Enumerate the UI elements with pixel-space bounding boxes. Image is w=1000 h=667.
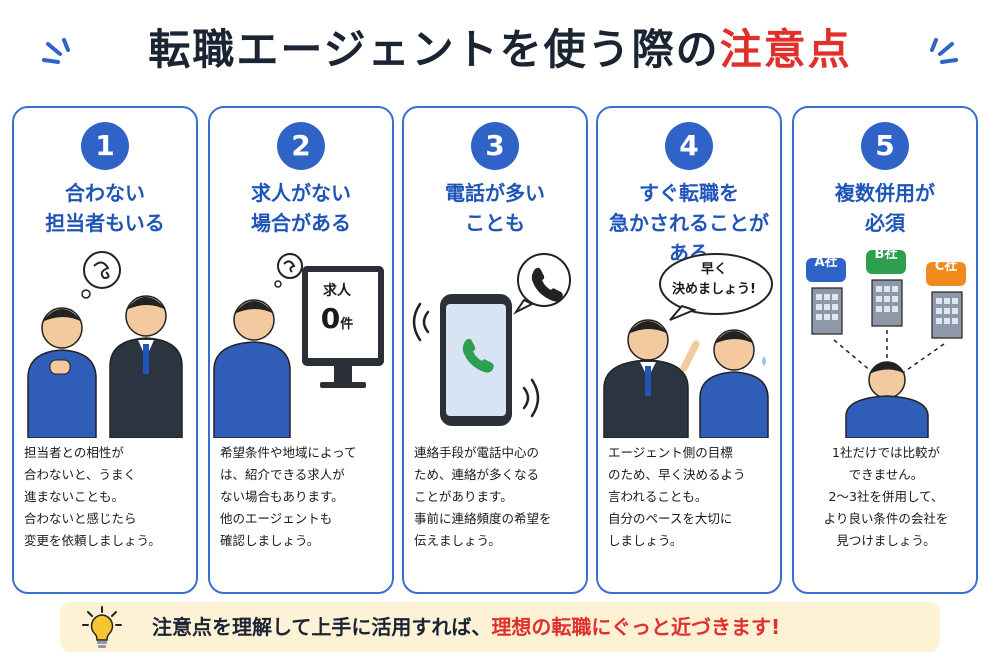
- card-2: 2 求人がない 場合がある 求人 0件 希望条件や地域によって は、紹介できる求…: [208, 106, 394, 594]
- card-4: 4 すぐ転職を 急かされることがある 早く 決めましょう!: [596, 106, 782, 594]
- card-body-line: しましょう。: [608, 533, 683, 548]
- banner-message: 注意点を理解して上手に活用すれば、理想の転職にぐっと近づきます!: [152, 602, 780, 652]
- card-body-line: 言われることも。: [608, 489, 708, 504]
- company-badge-c: C社: [934, 259, 958, 274]
- card-body-line: 希望条件や地域によって: [220, 445, 357, 460]
- card-body-line: ため、連絡が多くなる: [414, 467, 540, 482]
- card-body-line: 進まないことも。: [24, 489, 125, 504]
- card-body-line: できません。: [848, 467, 924, 482]
- page-title: 転職エージェントを使う際の注意点: [0, 14, 1000, 86]
- screen-count: 0件: [302, 302, 372, 342]
- card-heading: 合わない 担当者もいる: [18, 178, 192, 238]
- card-heading-line1: すぐ転職を: [639, 181, 739, 205]
- banner-text-accent: 理想の転職にぐっと近づきます!: [491, 615, 781, 639]
- bubble-line1: 早く: [700, 262, 727, 277]
- card-heading: 電話が多い ことも: [408, 178, 582, 238]
- building-icon: [931, 291, 963, 339]
- card-1: 1 合わない 担当者もいる 担当者との相性が 合わないと、うまく 進まないことも: [12, 106, 198, 594]
- title-accent: 注意点: [719, 25, 852, 74]
- card-heading-line2: ことも: [465, 211, 525, 235]
- company-badge-a: A社: [814, 255, 838, 270]
- monitor-screen: 求人 0件: [302, 280, 372, 342]
- card-body-line: は、紹介できる求人が: [220, 467, 345, 482]
- card-body: 希望条件や地域によって は、紹介できる求人が ない場合もあります。 他のエージェ…: [220, 442, 384, 552]
- card-body-line: 事前に連絡頻度の希望を: [414, 511, 552, 526]
- building-icon: [871, 279, 903, 327]
- card-heading: 求人がない 場合がある: [214, 178, 388, 238]
- page-header: 転職エージェントを使う際の注意点: [0, 14, 1000, 86]
- card-body-line: 合わないと、うまく: [24, 467, 137, 482]
- screen-label: 求人: [323, 283, 351, 299]
- card-3: 3 電話が多い ことも 連絡手段が電話中心の ため、連絡が多くなる ことがありま…: [402, 106, 588, 594]
- card-heading-line2: 必須: [865, 211, 905, 235]
- speech-bubble-text: 早く 決めましょう!: [658, 260, 770, 300]
- phone-icon: [462, 338, 494, 373]
- lightbulb-icon: [82, 606, 122, 648]
- sparkle-icon: [42, 38, 70, 64]
- card-body-line: エージェント側の目標: [608, 445, 733, 460]
- screen-number: 0: [320, 302, 341, 335]
- building-icon: [811, 287, 843, 335]
- title-main: 転職エージェントを使う際の: [148, 25, 720, 74]
- card-heading-line1: 合わない: [65, 181, 145, 205]
- card-body-line: 変更を依頼しましょう。: [24, 533, 161, 548]
- card-body: 連絡手段が電話中心の ため、連絡が多くなる ことがあります。 事前に連絡頻度の希…: [414, 442, 578, 552]
- card-body-line: 1社だけでは比較が: [832, 445, 940, 460]
- card-heading-line2: 担当者もいる: [45, 211, 165, 235]
- sparkle-icon: [930, 38, 958, 64]
- card-5: 5 複数併用が 必須: [792, 106, 978, 594]
- card-body-line: 連絡手段が電話中心の: [414, 445, 540, 460]
- card-body-line: 合わないと感じたら: [24, 511, 137, 526]
- card-body-line: 2〜3社を併用して、: [828, 489, 944, 504]
- card-body: 担当者との相性が 合わないと、うまく 進まないことも。 合わないと感じたら 変更…: [24, 442, 188, 552]
- card-heading-line1: 電話が多い: [445, 181, 545, 205]
- card-number: 4: [665, 122, 713, 170]
- card-heading-line2: 場合がある: [251, 211, 351, 235]
- card-number: 2: [277, 122, 325, 170]
- card-body-line: 見つけましょう。: [836, 533, 936, 548]
- summary-banner: 注意点を理解して上手に活用すれば、理想の転職にぐっと近づきます!: [60, 602, 940, 652]
- card-body-line: 担当者との相性が: [24, 445, 124, 460]
- card-heading-line1: 求人がない: [251, 181, 351, 205]
- card-body-line: より良い条件の会社を: [823, 511, 949, 526]
- card-heading-line1: 複数併用が: [835, 181, 935, 205]
- card-number: 3: [471, 122, 519, 170]
- card-number: 5: [861, 122, 909, 170]
- card-body-line: 自分のペースを大切に: [608, 511, 733, 526]
- phone-icon: [531, 267, 563, 302]
- rushing-agent-illustration: [603, 253, 773, 438]
- confused-people-illustration: [27, 251, 183, 438]
- card-body-line: 他のエージェントも: [220, 511, 333, 526]
- card-body-line: ない場合もあります。: [220, 489, 344, 504]
- card-number: 1: [81, 122, 129, 170]
- ringing-phone-illustration: [412, 253, 571, 426]
- cards-container: 1 合わない 担当者もいる 担当者との相性が 合わないと、うまく 進まないことも: [12, 106, 988, 594]
- card-heading: 複数併用が 必須: [798, 178, 972, 238]
- banner-text-main: 注意点を理解して上手に活用すれば、: [152, 615, 492, 639]
- card-body-line: 確認しましょう。: [220, 533, 320, 548]
- screen-unit: 件: [340, 317, 354, 332]
- multiple-companies-illustration: [806, 250, 966, 438]
- card-body: エージェント側の目標 のため、早く決めるよう 言われることも。 自分のペースを大…: [608, 442, 772, 552]
- card-body-line: ことがあります。: [414, 489, 513, 504]
- card-body-line: のため、早く決めるよう: [608, 467, 746, 482]
- bubble-line2: 決めましょう!: [672, 282, 756, 297]
- card-body: 1社だけでは比較が できません。 2〜3社を併用して、 より良い条件の会社を 見…: [804, 442, 968, 552]
- card-body-line: 伝えましょう。: [414, 533, 501, 548]
- no-jobs-illustration: [213, 253, 384, 438]
- company-badge-b: B社: [874, 247, 898, 262]
